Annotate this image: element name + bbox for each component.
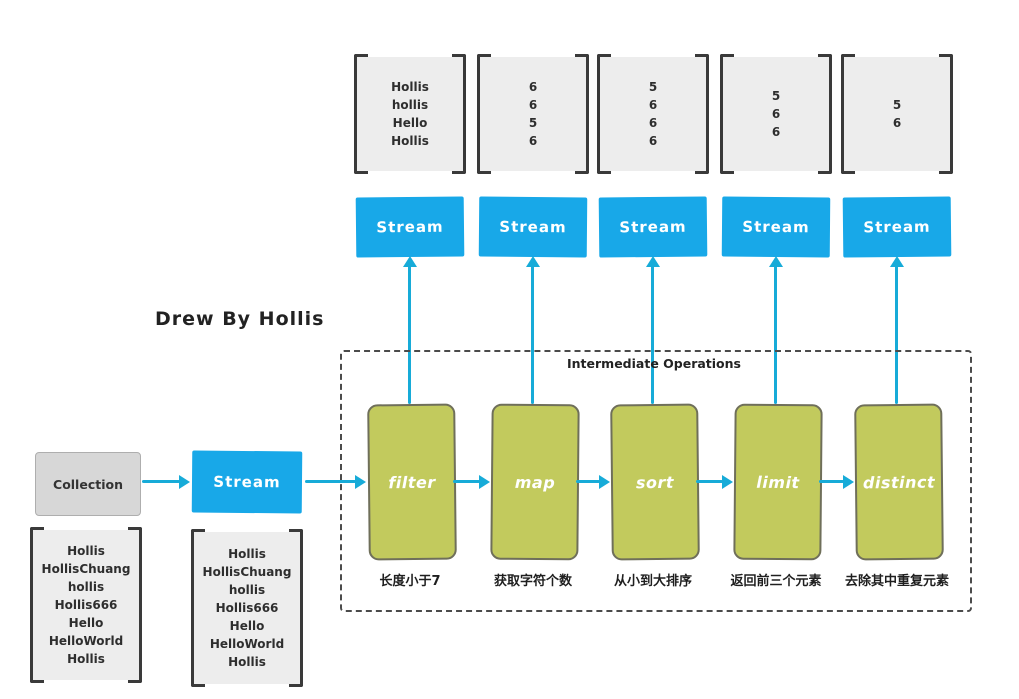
result-box-sort: 5 6 6 6 — [597, 54, 709, 174]
list-item: HollisChuang — [41, 562, 131, 576]
list-item: hollis — [228, 583, 266, 597]
list-item: Hello — [68, 616, 104, 630]
stream-box-after-distinct: Stream — [842, 196, 952, 258]
op-box-sort: sort — [610, 403, 700, 561]
arrow-filter-to-stream — [402, 256, 417, 404]
list-item: hollis — [391, 98, 429, 112]
op-label-limit: limit — [756, 472, 800, 492]
stream-box-after-limit: Stream — [721, 196, 831, 258]
list-item: Hello — [392, 116, 428, 130]
stream-label: Stream — [499, 217, 567, 237]
caption-filter: 长度小于7 — [379, 574, 441, 589]
intermediate-operations-label: Intermediate Operations — [567, 356, 741, 371]
list-item: 5 — [648, 80, 658, 94]
op-box-filter: filter — [367, 403, 457, 561]
op-label-filter: filter — [388, 472, 436, 492]
stream-box-after-map: Stream — [478, 196, 588, 258]
list-item: 6 — [528, 98, 538, 112]
list-item: 6 — [771, 107, 781, 121]
result-box-limit: 5 6 6 — [720, 54, 832, 174]
result-box-map: 6 6 5 6 — [477, 54, 589, 174]
list-item: Hollis666 — [54, 598, 118, 612]
list-item: HollisChuang — [202, 565, 292, 579]
arrow-distinct-to-stream — [889, 256, 904, 404]
arrow-limit-to-stream — [768, 256, 783, 404]
op-box-distinct: distinct — [854, 403, 944, 561]
stream-label: Stream — [742, 217, 810, 237]
list-item: Hollis — [67, 652, 105, 666]
arrow-sort-to-stream — [645, 256, 660, 404]
list-item: 5 — [892, 98, 902, 112]
arrow-stream-to-filter — [305, 474, 366, 489]
list-item: 6 — [648, 134, 658, 148]
list-item: 6 — [528, 134, 538, 148]
caption-map: 获取字符个数 — [493, 574, 572, 589]
stream-box-after-filter: Stream — [355, 196, 465, 258]
list-item: 6 — [771, 125, 781, 139]
list-item: Hollis — [391, 80, 429, 94]
caption-distinct: 去除其中重复元素 — [844, 574, 949, 589]
list-item: 6 — [648, 116, 658, 130]
stream-label: Stream — [376, 217, 444, 237]
list-item: 6 — [892, 116, 902, 130]
list-item: 6 — [648, 98, 658, 112]
arrow-map-to-sort — [576, 474, 610, 489]
list-item: Hello — [229, 619, 265, 633]
arrow-collection-to-stream — [142, 474, 190, 489]
list-item: Hollis — [228, 547, 266, 561]
op-label-distinct: distinct — [862, 472, 936, 492]
arrow-filter-to-map — [453, 474, 490, 489]
op-label-sort: sort — [635, 472, 675, 492]
arrow-sort-to-limit — [696, 474, 733, 489]
list-item: 5 — [771, 89, 781, 103]
list-item: HelloWorld — [209, 637, 285, 651]
arrow-limit-to-distinct — [819, 474, 854, 489]
collection-box: Collection — [35, 452, 141, 516]
list-item: Hollis — [67, 544, 105, 558]
stream-label: Stream — [619, 217, 687, 237]
op-box-limit: limit — [733, 403, 823, 561]
diagram-title: Drew By Hollis — [155, 308, 325, 330]
list-item: Hollis — [391, 134, 429, 148]
caption-sort: 从小到大排序 — [613, 574, 692, 589]
list-item: 5 — [528, 116, 538, 130]
collection-label: Collection — [53, 476, 123, 492]
stream-box-source: Stream — [191, 450, 303, 514]
list-item: hollis — [67, 580, 105, 594]
caption-limit: 返回前三个元素 — [730, 574, 822, 589]
op-box-map: map — [490, 403, 580, 561]
stream-label: Stream — [213, 472, 281, 492]
arrow-map-to-stream — [525, 256, 540, 404]
stream-label: Stream — [863, 217, 931, 237]
op-label-map: map — [514, 472, 556, 492]
stream-box-after-sort: Stream — [598, 196, 708, 258]
list-item: Hollis666 — [215, 601, 279, 615]
list-item: 6 — [528, 80, 538, 94]
list-item: Hollis — [228, 655, 266, 669]
list-item: HelloWorld — [48, 634, 124, 648]
